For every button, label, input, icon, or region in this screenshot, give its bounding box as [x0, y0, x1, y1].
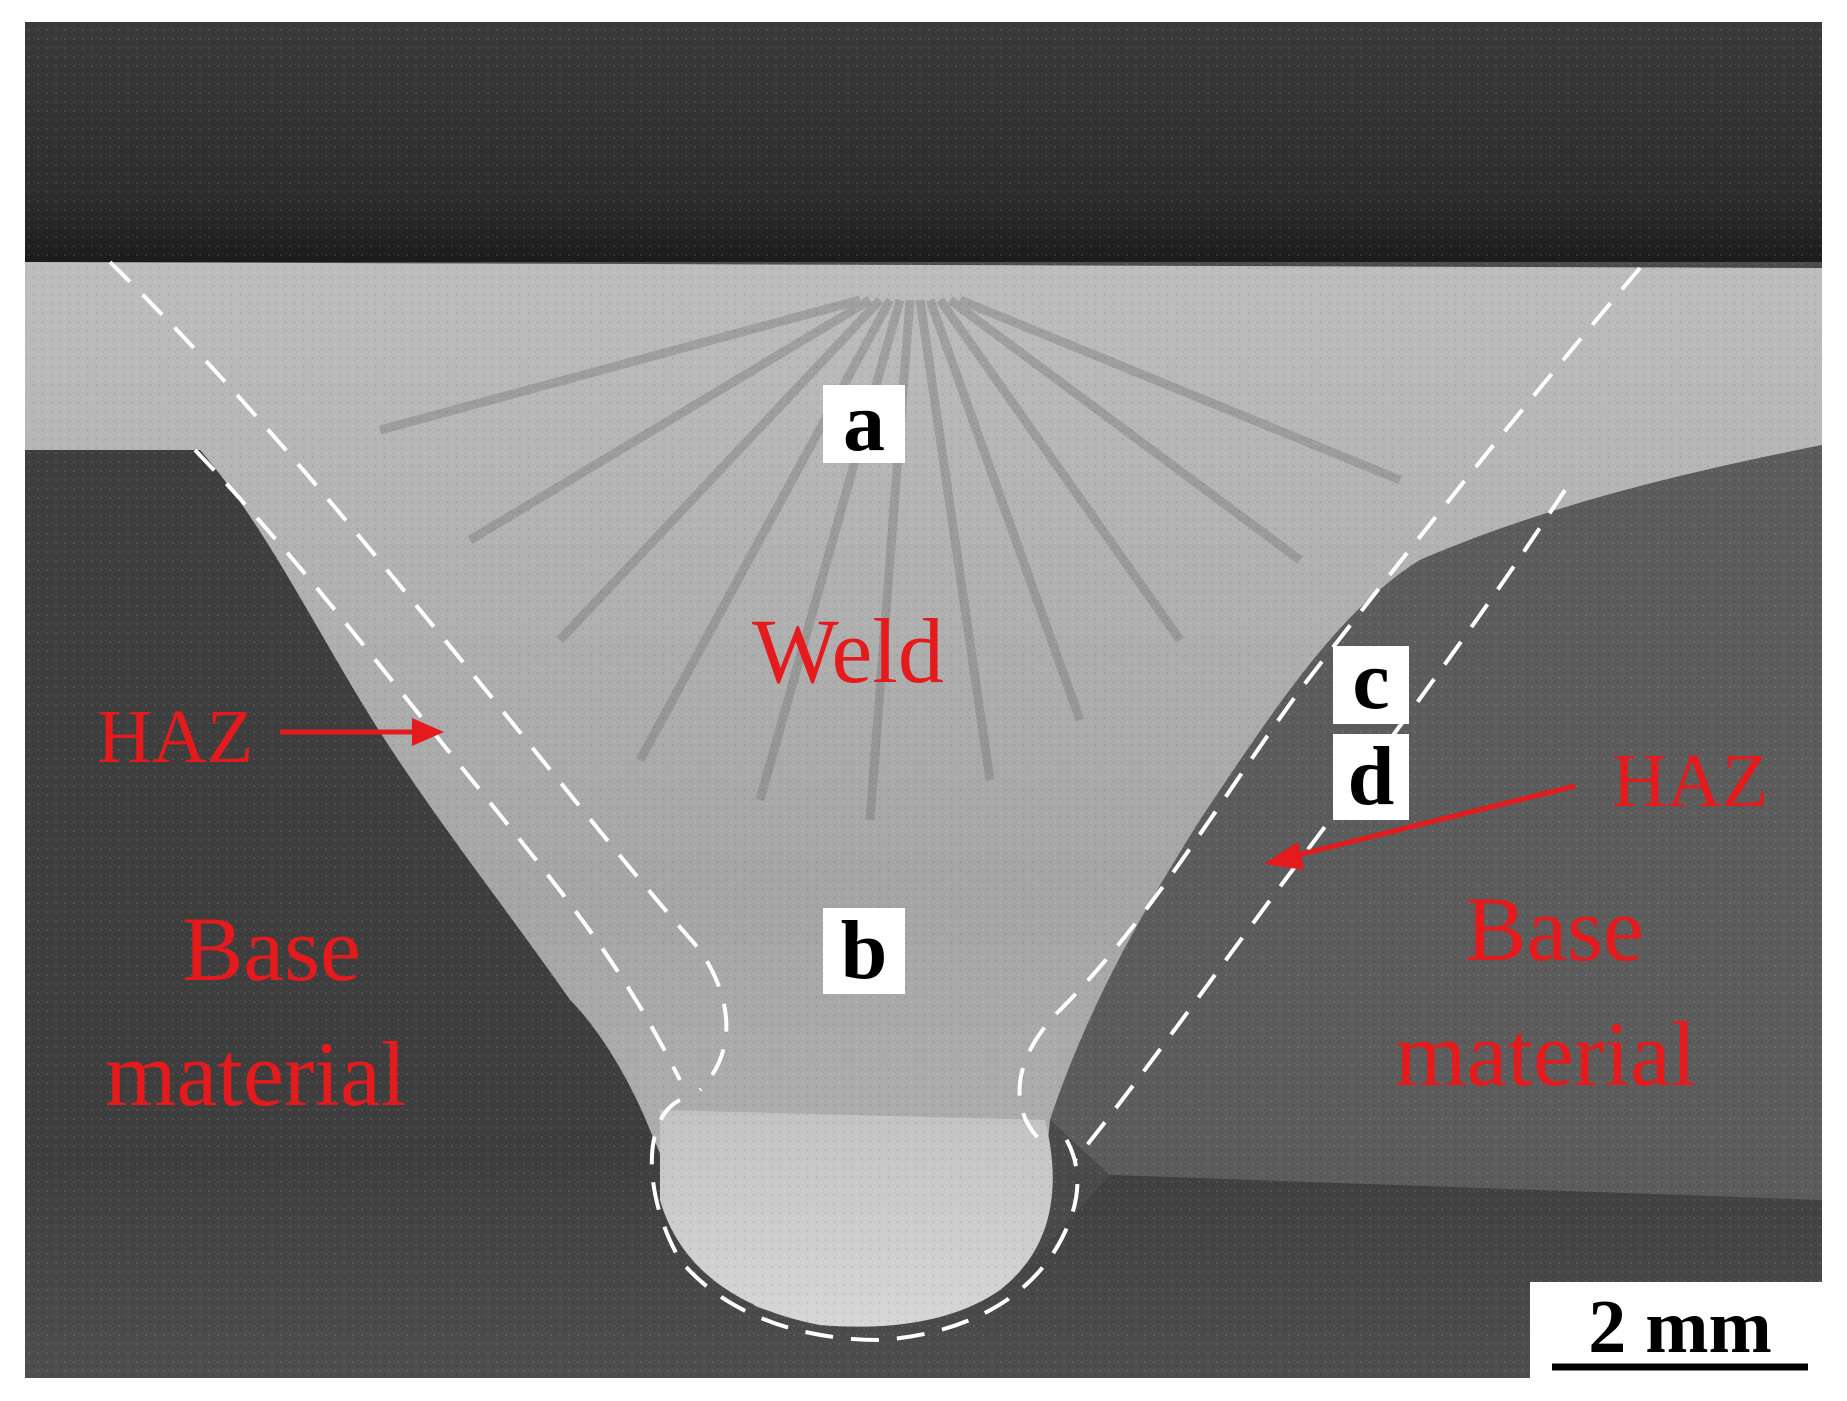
haz-boundary-lines [108, 260, 1642, 1343]
weld-label: Weld [752, 600, 944, 702]
point-b-label: b [841, 904, 888, 997]
scale-bar: 2 mm [1530, 1282, 1822, 1378]
base-right-label-line2: material [1395, 1003, 1696, 1105]
scale-bar-box [1530, 1282, 1822, 1378]
root-boundary-line [649, 1098, 1080, 1343]
point-c-box [1333, 646, 1409, 724]
point-d-box [1333, 734, 1409, 820]
haz-right-label: HAZ [1612, 739, 1768, 823]
zone-labels: Weld HAZ HAZ Base material Base material [97, 600, 1768, 1125]
point-a-box [823, 385, 905, 463]
right-fusion-line [1017, 266, 1642, 1142]
point-labels: a b c d [823, 376, 1409, 997]
haz-right-arrowhead-icon [1264, 842, 1304, 870]
base-left-label-line2: material [105, 1023, 406, 1125]
base-left-label-line1: Base [182, 898, 361, 1000]
point-c-label: c [1352, 634, 1389, 727]
right-haz-outer-line [1073, 488, 1567, 1162]
haz-right-arrow-line [1289, 783, 1576, 860]
point-b-box [823, 908, 905, 994]
micrograph [25, 22, 1822, 1378]
grain-noise-overlay [25, 22, 1822, 1378]
left-haz-outer-line [193, 448, 682, 1081]
scale-bar-label: 2 mm [1588, 1285, 1772, 1369]
haz-left-arrowhead-icon [412, 718, 444, 746]
point-a-label: a [843, 376, 885, 469]
haz-arrows [280, 718, 1576, 870]
point-d-label: d [1348, 730, 1395, 823]
haz-left-label: HAZ [97, 695, 253, 779]
left-fusion-line [108, 260, 729, 1092]
base-right-label-line1: Base [1465, 878, 1644, 980]
